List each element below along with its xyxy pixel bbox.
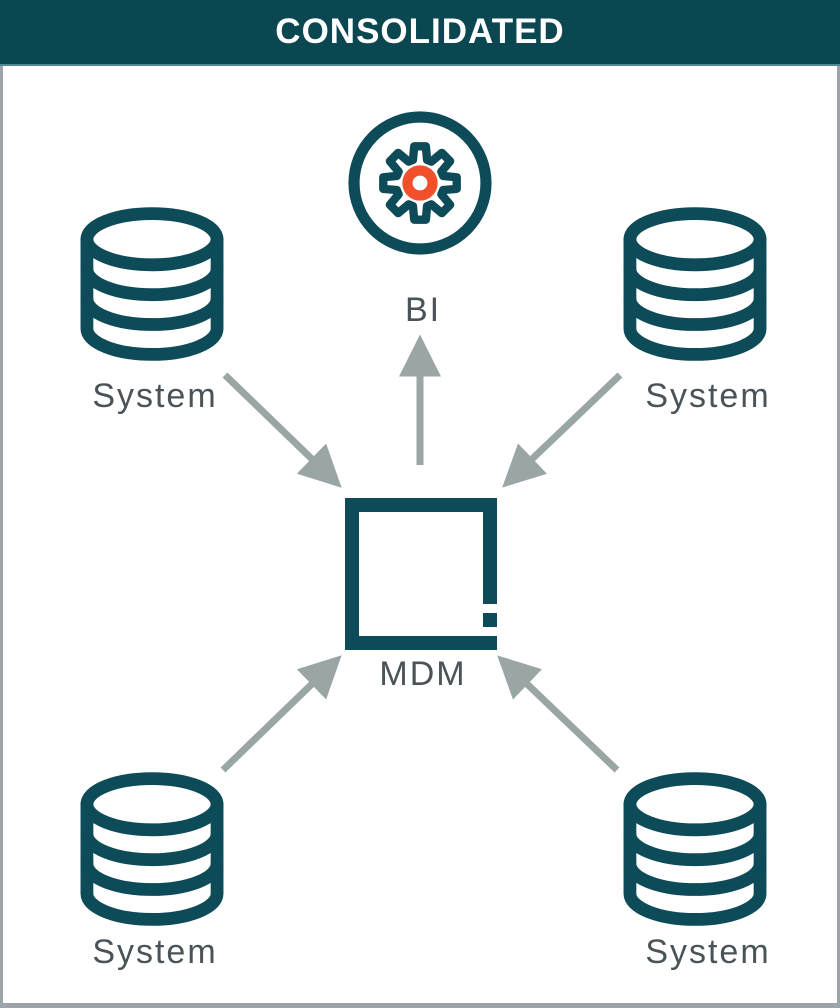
diagram-canvas: BI MDM (0, 66, 840, 1008)
mdm-square-icon (345, 498, 497, 650)
gear-icon (341, 104, 499, 262)
database-icon-bottomright (615, 771, 775, 927)
page-title: CONSOLIDATED (275, 12, 565, 51)
arrow-system-bottomleft-to-mdm (220, 655, 342, 773)
mdm-label: MDM (379, 655, 467, 693)
database-icon-topleft (72, 206, 232, 362)
system-label-topleft: System (92, 377, 218, 415)
system-label-bottomright: System (645, 933, 771, 971)
header-bar: CONSOLIDATED (0, 0, 840, 66)
database-icon-topright (615, 206, 775, 362)
bi-label: BI (404, 291, 442, 329)
database-icon-bottomleft (72, 771, 232, 927)
system-label-bottomleft: System (92, 933, 218, 971)
arrow-system-bottomright-to-mdm (497, 655, 620, 773)
system-label-topright: System (645, 377, 771, 415)
